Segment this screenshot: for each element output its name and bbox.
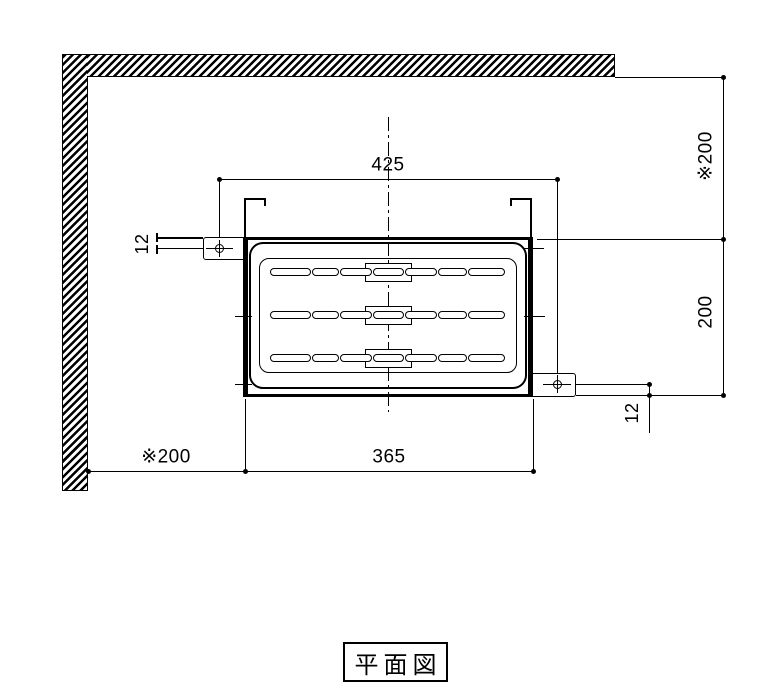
slat-capsule: [373, 354, 404, 362]
slat-capsule: [312, 311, 339, 319]
extension-line-left-screw: [219, 181, 220, 244]
dim-label-right-wall-clearance: ※200: [695, 131, 717, 181]
dim-line-425: [219, 179, 557, 180]
side-stub-left-mid: [235, 316, 252, 317]
slat-capsule: [312, 354, 339, 362]
extension-line-basket-top: [537, 239, 723, 240]
dim-tick: [156, 233, 158, 242]
slat-capsule: [468, 268, 505, 276]
slat-capsule: [438, 268, 467, 276]
side-stub-right-mid: [524, 316, 545, 317]
extension-line-right-screw: [557, 181, 558, 381]
slat-capsule: [405, 354, 437, 362]
dim-dot: [647, 393, 652, 398]
dim-dot: [217, 177, 222, 182]
dim-label-top-width: 425: [371, 154, 405, 176]
mounting-bracket-right: [528, 373, 576, 397]
dim-dot: [721, 393, 726, 398]
slat-capsule: [468, 311, 505, 319]
hook-left-lip: [264, 198, 266, 206]
side-stub-left-low: [235, 384, 252, 385]
title-box: 平面図: [343, 642, 448, 682]
slat-capsule: [405, 268, 437, 276]
slat-capsule: [340, 354, 372, 362]
slat-capsule: [405, 311, 437, 319]
screw-crosshair-left-v: [219, 240, 220, 257]
hook-left-leg: [244, 198, 246, 237]
basket-rim-outer: [249, 242, 527, 389]
dim-dot: [531, 469, 536, 474]
dim-dot: [555, 177, 560, 182]
basket-edge-right: [528, 237, 533, 397]
dim-label-right-bracket-offset: 12: [622, 402, 642, 424]
dim-dot: [86, 469, 91, 474]
dim-dot: [243, 469, 248, 474]
extension-line-wall-bottom: [615, 77, 723, 78]
slat-capsule: [270, 311, 311, 319]
dim-tick: [156, 245, 158, 254]
slat-capsule: [373, 311, 404, 319]
dim-dot: [647, 382, 652, 387]
screw-crosshair-right-v: [557, 375, 558, 393]
drawing-title: 平面図: [354, 651, 442, 679]
basket-rim-inner: [259, 258, 517, 373]
hook-right-top: [510, 198, 532, 200]
slat-capsule: [270, 354, 311, 362]
dim-line-left-top-edge: [158, 237, 203, 239]
slat-capsule: [340, 311, 372, 319]
dim-dot: [721, 237, 726, 242]
dim-line-right-screw-level: [570, 384, 649, 385]
dim-dot: [721, 75, 726, 80]
hook-right-lip: [510, 198, 512, 206]
slat-capsule: [312, 268, 339, 276]
slat-capsule: [373, 268, 404, 276]
dim-line-bottom-chain: [88, 471, 533, 472]
extension-line-basket-right: [533, 399, 534, 471]
dim-label-bottom-wall-clearance: ※200: [141, 446, 191, 468]
slat-capsule: [270, 268, 311, 276]
slat-capsule: [340, 268, 372, 276]
slat-capsule: [468, 354, 505, 362]
basket-edge-left: [243, 237, 248, 397]
hook-left-top: [244, 198, 266, 200]
slat-capsule: [438, 311, 467, 319]
dim-line-left-screw-level: [158, 248, 206, 249]
wall-left-section: [62, 54, 88, 491]
wall-top-section: [87, 54, 615, 77]
dim-label-right-depth: 200: [695, 295, 717, 329]
hook-right-leg: [530, 198, 532, 237]
side-stub-right-high: [524, 248, 544, 249]
slat-capsule: [438, 354, 467, 362]
basket-edge-bottom: [243, 394, 533, 397]
dim-line-right-chain: [723, 77, 724, 395]
dim-label-bottom-width: 365: [372, 446, 406, 468]
extension-line-basket-left: [245, 399, 246, 471]
dim-line-right-offset: [649, 384, 650, 433]
basket-edge-top: [243, 237, 533, 240]
dim-label-left-bracket-offset: 12: [132, 233, 152, 255]
